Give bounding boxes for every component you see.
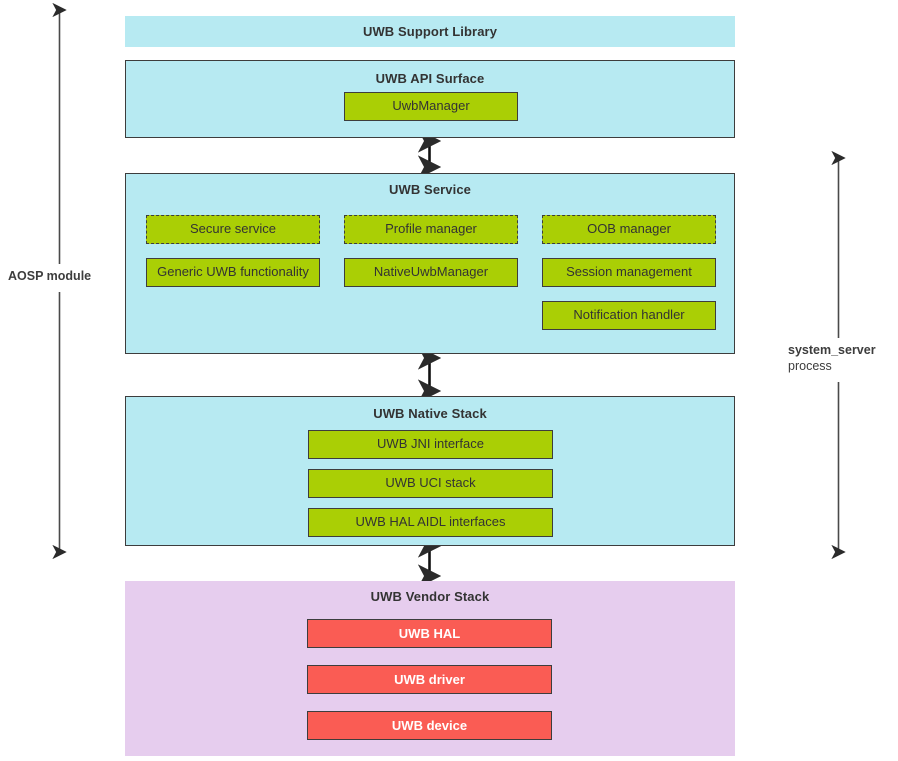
layer-api-surface[interactable]: UWB API Surface UwbManager — [125, 60, 735, 138]
aosp-module-text: AOSP module — [8, 269, 92, 283]
component-uwb-jni-interface[interactable]: UWB JNI interface — [308, 430, 553, 459]
layer-native-stack-title: UWB Native Stack — [373, 406, 487, 421]
component-uwb-hal-aidl-interfaces[interactable]: UWB HAL AIDL interfaces — [308, 508, 553, 537]
layer-uwb-service-title: UWB Service — [388, 182, 472, 197]
layer-vendor-stack-title: UWB Vendor Stack — [370, 589, 490, 604]
layer-vendor-stack[interactable]: UWB Vendor Stack UWB HAL UWB driver UWB … — [125, 581, 735, 756]
component-uwb-uci-stack[interactable]: UWB UCI stack — [308, 469, 553, 498]
layer-uwb-service[interactable]: UWB Service Secure service Profile manag… — [125, 173, 735, 354]
component-native-uwb-manager[interactable]: NativeUwbManager — [344, 258, 518, 287]
component-uwb-hal[interactable]: UWB HAL — [307, 619, 552, 648]
layer-api-surface-title: UWB API Surface — [375, 71, 485, 86]
layer-support-library[interactable]: UWB Support Library — [125, 16, 735, 47]
system-server-title: system_server — [788, 343, 876, 357]
layer-native-stack[interactable]: UWB Native Stack UWB JNI interface UWB U… — [125, 396, 735, 546]
component-session-management[interactable]: Session management — [542, 258, 716, 287]
system-server-label: system_server process — [788, 343, 893, 374]
component-uwb-device[interactable]: UWB device — [307, 711, 552, 740]
layer-support-library-title: UWB Support Library — [362, 24, 498, 39]
aosp-module-label: AOSP module — [8, 269, 108, 285]
component-uwb-driver[interactable]: UWB driver — [307, 665, 552, 694]
component-notification-handler[interactable]: Notification handler — [542, 301, 716, 330]
component-uwb-manager[interactable]: UwbManager — [344, 92, 518, 121]
component-secure-service[interactable]: Secure service — [146, 215, 320, 244]
component-oob-manager[interactable]: OOB manager — [542, 215, 716, 244]
system-server-subtitle: process — [788, 358, 832, 373]
component-generic-uwb-functionality[interactable]: Generic UWB functionality — [146, 258, 320, 287]
component-profile-manager[interactable]: Profile manager — [344, 215, 518, 244]
